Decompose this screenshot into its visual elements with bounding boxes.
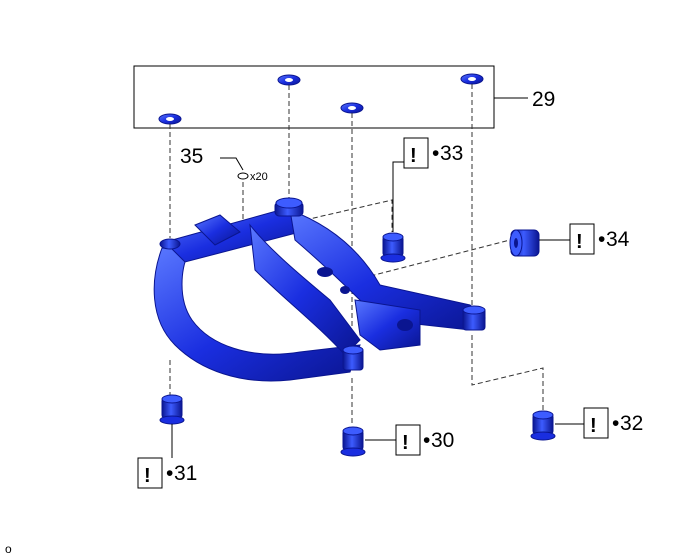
suspension-subframe [153,197,486,382]
callout-30: 30 [431,429,454,452]
bushing-30: ! • 30 [340,424,454,457]
callout-34: 34 [606,228,630,251]
stopper-group-29: 29 [133,65,555,129]
stopper-plate-4 [460,73,484,85]
callout-33: 33 [440,142,463,165]
bushing-33: ! • 33 [380,137,463,263]
caution-box-31 [137,457,163,489]
caution-mark-31: ! [144,465,151,487]
caution-box-33 [403,137,429,169]
quantity-35: x20 [250,171,268,183]
group-box-29 [133,65,495,129]
caution-mark-34: ! [576,231,583,253]
clip-35: 35 x20 [180,145,268,222]
bushing-31: ! • 31 [137,394,197,489]
stopper-plate-2 [277,74,301,86]
caution-mark-30: ! [402,432,409,454]
bushing-32: ! • 32 [530,407,643,441]
bushing-34: ! • 34 [509,223,630,257]
bullet-31: • [166,462,173,485]
callout-35: 35 [180,145,203,168]
bullet-32: • [612,412,619,435]
callout-31: 31 [174,462,197,485]
caution-box-32 [583,407,609,439]
alignment-lines [169,84,544,425]
callout-32: 32 [620,412,643,435]
bullet-34: • [598,228,605,251]
stopper-plate-1 [158,113,182,125]
bullet-33: • [432,142,439,165]
caution-box-34 [569,223,595,255]
caution-mark-33: ! [410,145,417,167]
stopper-plate-3 [340,102,364,114]
footer-code: o [5,542,12,556]
bullet-30: • [423,429,430,452]
callout-29: 29 [532,88,555,111]
caution-box-30 [395,424,421,456]
caution-mark-32: ! [590,415,597,437]
